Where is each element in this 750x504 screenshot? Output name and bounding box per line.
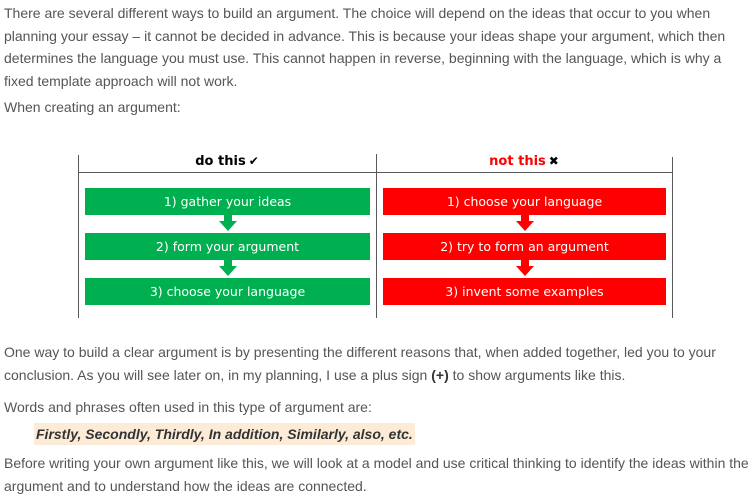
- bad-step-2: 2) try to form an argument: [383, 233, 666, 260]
- intro-paragraph: There are several different ways to buil…: [4, 5, 726, 89]
- explanation-text-end: to show arguments like this.: [448, 366, 626, 383]
- center-divider: [376, 154, 377, 318]
- bad-step-1: 1) choose your language: [383, 188, 666, 215]
- good-step-3: 3) choose your language: [85, 278, 370, 305]
- argument-explanation: One way to build a clear argument is by …: [4, 341, 750, 386]
- right-rule: [672, 157, 673, 318]
- phrases-intro: Words and phrases often used in this typ…: [4, 399, 372, 415]
- cross-icon: ✖: [548, 154, 559, 168]
- checkmark-icon: ✔: [248, 154, 259, 168]
- highlighted-phrases: Firstly, Secondly, Thirdly, In addition,…: [34, 423, 415, 445]
- left-rule: [78, 155, 79, 318]
- plus-sign: (+): [431, 366, 449, 383]
- explanation-text: One way to build a clear argument is by …: [4, 344, 716, 383]
- good-step-2: 2) form your argument: [85, 233, 370, 260]
- good-step-1: 1) gather your ideas: [85, 188, 370, 215]
- bad-step-3: 3) invent some examples: [383, 278, 666, 305]
- closing-paragraph: Before writing your own argument like th…: [4, 455, 749, 494]
- do-this-label: do this: [195, 154, 246, 169]
- not-this-header: not this✖: [376, 151, 672, 171]
- lead-in-text: When creating an argument:: [4, 99, 181, 115]
- header-rule: [78, 172, 673, 173]
- not-this-label: not this: [489, 154, 546, 169]
- do-this-header: do this✔: [78, 151, 376, 171]
